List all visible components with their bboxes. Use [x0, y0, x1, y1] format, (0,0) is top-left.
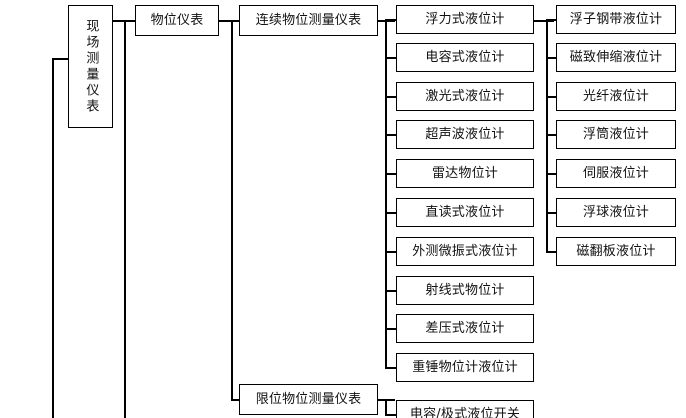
connector-root-left — [52, 58, 70, 60]
node-buoyancy-child-3[interactable]: 浮筒液位计 — [556, 120, 676, 149]
connector-cc-9 — [385, 367, 397, 369]
node-buoyancy-child-0[interactable]: 浮子钢带液位计 — [556, 5, 676, 34]
node-continuous-child-3-label: 超声波液位计 — [425, 126, 505, 142]
connector-level1-right — [218, 20, 242, 22]
connector-trunk-c — [385, 20, 387, 368]
node-limit-child-0[interactable]: 电容/极式液位开关 — [396, 400, 534, 418]
connector-trunk-b-to-continuous — [231, 20, 240, 22]
connector-cc-1 — [385, 57, 397, 59]
node-buoyancy-child-6[interactable]: 磁翻板液位计 — [556, 237, 676, 266]
node-buoyancy-child-0-label: 浮子钢带液位计 — [569, 11, 663, 27]
node-level1-instrument[interactable]: 物位仪表 — [135, 5, 219, 36]
node-continuous-child-1-label: 电容式液位计 — [425, 49, 505, 65]
connector-trunk-e — [546, 20, 548, 252]
node-root[interactable]: 现场测量仪表 — [68, 5, 113, 128]
node-continuous-child-2[interactable]: 激光式液位计 — [396, 82, 534, 111]
connector-cc-8 — [385, 328, 397, 330]
connector-cc-2 — [385, 96, 397, 98]
connector-trunk-b — [231, 20, 233, 400]
connector-cc-5 — [385, 212, 397, 214]
node-buoyancy-child-4[interactable]: 伺服液位计 — [556, 159, 676, 188]
node-continuous-child-8-label: 差压式液位计 — [425, 320, 505, 336]
connector-trunk-a-to-level1 — [124, 20, 136, 22]
node-continuous-child-7-label: 射线式物位计 — [425, 282, 505, 298]
connector-lc-0 — [385, 414, 397, 416]
node-buoyancy-child-1-label: 磁致伸缩液位计 — [569, 49, 663, 65]
node-buoyancy-child-2[interactable]: 光纤液位计 — [556, 82, 676, 111]
node-continuous-child-7[interactable]: 射线式物位计 — [396, 276, 534, 305]
node-root-label: 现场测量仪表 — [83, 18, 99, 115]
node-continuous-child-3[interactable]: 超声波液位计 — [396, 120, 534, 149]
node-continuous-child-4[interactable]: 雷达物位计 — [396, 159, 534, 188]
node-continuous-child-1[interactable]: 电容式液位计 — [396, 43, 534, 72]
node-buoyancy-child-5-label: 浮球液位计 — [582, 204, 649, 220]
connector-cc-7 — [385, 290, 397, 292]
node-continuous-child-4-label: 雷达物位计 — [431, 165, 498, 181]
node-buoyancy-child-6-label: 磁翻板液位计 — [576, 243, 656, 259]
connector-cc-6 — [385, 251, 397, 253]
connector-bc-0 — [546, 19, 558, 21]
node-continuous-measurement[interactable]: 连续物位测量仪表 — [239, 5, 378, 36]
node-buoyancy-child-5[interactable]: 浮球液位计 — [556, 198, 676, 227]
node-continuous-child-0[interactable]: 浮力式液位计 — [396, 5, 534, 34]
node-continuous-child-5[interactable]: 直读式液位计 — [396, 198, 534, 227]
node-buoyancy-child-2-label: 光纤液位计 — [582, 88, 649, 104]
connector-cc-3 — [385, 134, 397, 136]
connector-bc-2 — [546, 96, 558, 98]
node-continuous-child-9-label: 重锤物位计液位计 — [412, 359, 518, 375]
connector-bc-4 — [546, 173, 558, 175]
node-buoyancy-child-1[interactable]: 磁致伸缩液位计 — [556, 43, 676, 72]
connector-bc-6 — [546, 251, 558, 253]
connector-root-left-trunk — [52, 58, 54, 418]
node-continuous-child-2-label: 激光式液位计 — [425, 88, 505, 104]
connector-cc-0 — [385, 19, 397, 21]
node-level1-label: 物位仪表 — [150, 12, 204, 28]
node-continuous-child-8[interactable]: 差压式液位计 — [396, 314, 534, 343]
node-limit-measurement[interactable]: 限位物位测量仪表 — [239, 384, 378, 415]
connector-trunk-a — [124, 20, 126, 418]
connector-cc-4 — [385, 173, 397, 175]
node-continuous-label: 连续物位测量仪表 — [255, 12, 362, 28]
node-buoyancy-child-4-label: 伺服液位计 — [582, 165, 649, 181]
node-limit-child-0-label: 电容/极式液位开关 — [409, 406, 521, 418]
connector-bc-3 — [546, 134, 558, 136]
node-continuous-child-6[interactable]: 外测微振式液位计 — [396, 237, 534, 266]
connector-trunk-b-to-limit — [231, 399, 240, 401]
connector-buoyancy-right — [534, 20, 554, 22]
node-limit-label: 限位物位测量仪表 — [255, 391, 362, 407]
connector-bc-1 — [546, 57, 558, 59]
node-continuous-child-5-label: 直读式液位计 — [425, 204, 505, 220]
node-continuous-child-9[interactable]: 重锤物位计液位计 — [396, 353, 534, 382]
node-buoyancy-child-3-label: 浮筒液位计 — [582, 126, 649, 142]
connector-bc-5 — [546, 212, 558, 214]
node-continuous-child-6-label: 外测微振式液位计 — [412, 243, 518, 259]
connector-trunk-d — [385, 399, 387, 415]
node-continuous-child-0-label: 浮力式液位计 — [425, 11, 505, 27]
